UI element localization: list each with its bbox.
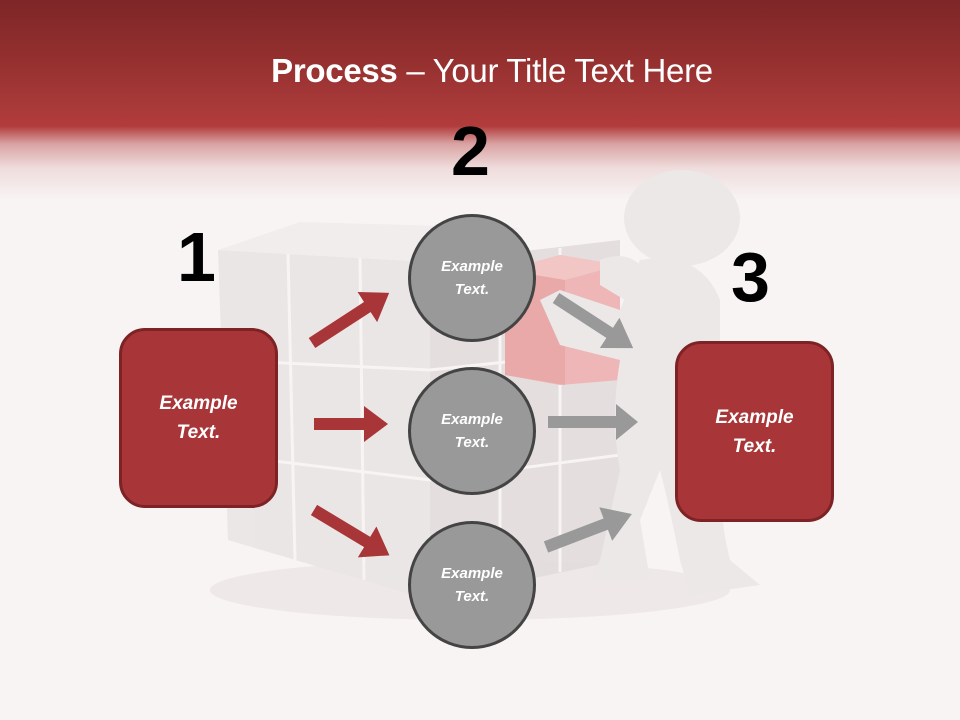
left-box-line1: Example: [159, 393, 238, 414]
circle-middle: Example Text.: [408, 367, 536, 495]
circle-middle-line2: Text.: [454, 434, 490, 451]
left-process-box: Example Text.: [119, 328, 278, 508]
right-process-box: Example Text.: [675, 341, 834, 522]
gray-arrow-up-right-icon: [543, 507, 632, 553]
left-box-line2: Text.: [176, 422, 221, 443]
circle-middle-line1: Example: [441, 411, 503, 428]
gray-arrow-down-right-icon: [552, 292, 634, 349]
title-rest: – Your Title Text Here: [397, 52, 713, 89]
red-arrow-up-right-icon: [308, 291, 390, 349]
circle-bottom-line2: Text.: [454, 588, 490, 605]
right-box-line1: Example: [715, 406, 794, 428]
title-bold: Process: [271, 52, 398, 89]
circle-top-line1: Example: [441, 258, 503, 275]
circle-bottom: Example Text.: [408, 521, 536, 649]
red-arrow-down-right-icon: [310, 504, 390, 558]
header-band: [0, 0, 960, 200]
right-box-line2: Text.: [732, 435, 777, 457]
step-number-3: 3: [731, 238, 770, 316]
circle-top-line2: Text.: [454, 281, 490, 298]
step-number-1: 1: [177, 218, 216, 296]
circle-top: Example Text.: [408, 214, 536, 342]
red-arrow-right-icon: [314, 406, 388, 442]
step-number-2: 2: [451, 112, 490, 190]
circle-bottom-line1: Example: [441, 565, 503, 582]
slide-title: Process – Your Title Text Here: [0, 52, 960, 90]
gray-arrow-right-icon: [548, 404, 638, 440]
